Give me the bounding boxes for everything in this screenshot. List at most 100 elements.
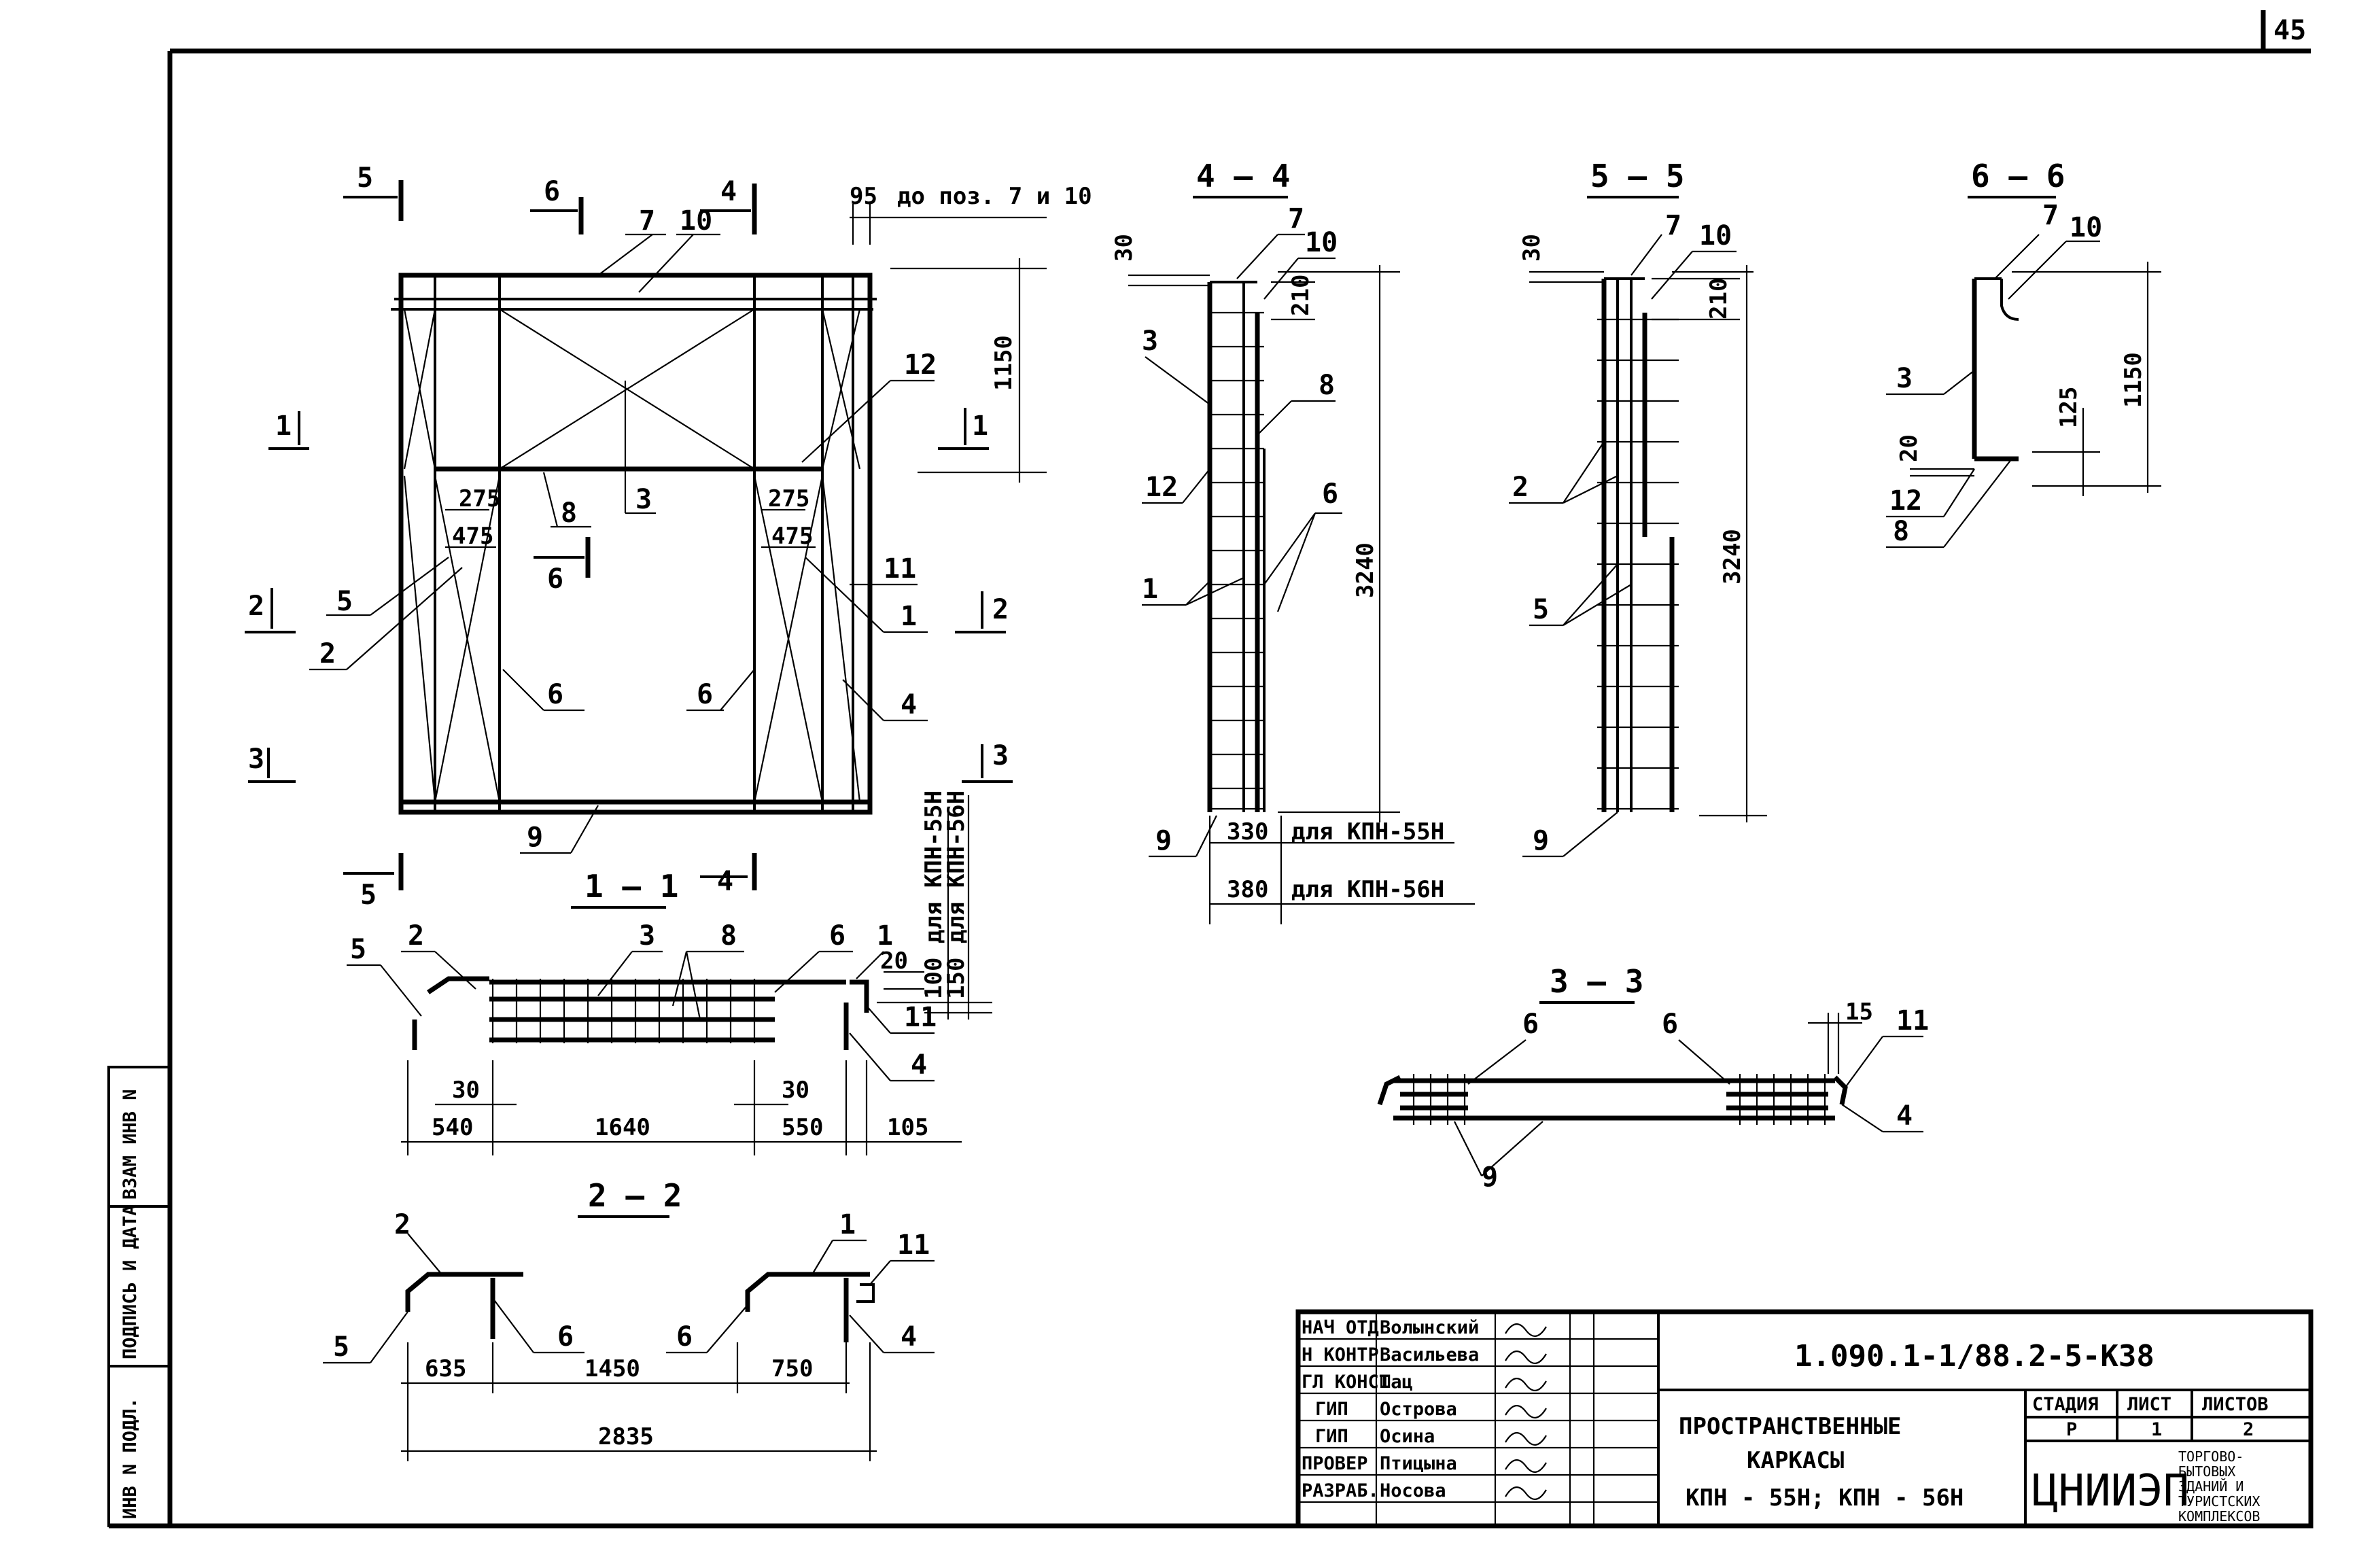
- s55-callout-5: 5: [1529, 563, 1632, 627]
- callout-12: 12: [801, 349, 937, 463]
- s66-callout-3: 3: [1886, 363, 1975, 396]
- dim-95: 95: [850, 183, 877, 210]
- stage-value-listov: 2: [2243, 1419, 2254, 1440]
- s11-callout-5: 5: [347, 934, 422, 1017]
- org-desc-1: ТОРГОВО-: [2178, 1448, 2244, 1465]
- svg-text:3: 3: [635, 484, 652, 515]
- s22-dim-2835: 2835: [598, 1423, 654, 1450]
- callout-1: 1: [805, 557, 928, 633]
- main-view: 5 6 4 1 2 3 6 1 2 3 5 4 95 до поз. 7 и 1…: [245, 162, 1092, 911]
- section-4-4: 4 — 4 30 210 3240 330 для КПН: [1111, 158, 1475, 924]
- s44-dim-330: 330: [1227, 818, 1268, 846]
- s44-dim-210: 210: [1287, 275, 1314, 316]
- s22-callout-5: 5: [323, 1311, 408, 1364]
- cut-5-top: 5: [343, 162, 404, 221]
- name-osina: Осина: [1380, 1426, 1435, 1447]
- svg-text:4: 4: [911, 1049, 927, 1081]
- svg-text:2: 2: [992, 594, 1009, 625]
- dim-475-right: 475: [771, 523, 813, 550]
- callout-9: 9: [520, 805, 599, 854]
- svg-text:11: 11: [904, 1002, 937, 1033]
- section-1-1-stirrups: [491, 979, 756, 1043]
- s11-callout-1: 1: [856, 920, 893, 979]
- stage-value-stadia: Р: [2066, 1419, 2077, 1440]
- svg-text:6: 6: [557, 1321, 574, 1353]
- stamp-inv-podl: ИНВ N ПОДЛ.: [120, 1397, 141, 1519]
- dim-475-left: 475: [452, 523, 493, 550]
- svg-text:3: 3: [1142, 326, 1158, 357]
- callout-8: 8: [542, 472, 591, 529]
- org-name: ЦНИИЭП: [2032, 1466, 2189, 1516]
- cut-5-bottom: 5: [343, 853, 404, 911]
- svg-text:6: 6: [676, 1321, 693, 1353]
- s55-callout-7: 7: [1630, 210, 1681, 276]
- svg-text:5: 5: [336, 586, 353, 617]
- name-nosova: Носова: [1380, 1480, 1446, 1501]
- cut-3-right: 3: [962, 740, 1013, 783]
- s44-dim-3240: 3240: [1352, 542, 1379, 598]
- s44-callout-12: 12: [1142, 468, 1210, 504]
- sheet-number: 45: [2273, 15, 2306, 46]
- section-5-5-stirrups: [1597, 318, 1679, 810]
- svg-text:7: 7: [1665, 210, 1681, 241]
- callout-7: 7: [597, 205, 666, 276]
- section-1-1: 1 — 1 30 30 540 1640 550 105: [347, 790, 992, 1155]
- dim-note-pos-7-10: до поз. 7 и 10: [897, 183, 1092, 210]
- callout-6-right: 6: [686, 669, 755, 712]
- org-desc-2: БЫТОВЫХ: [2178, 1463, 2235, 1480]
- s55-dim-30: 30: [1518, 234, 1546, 262]
- svg-text:6: 6: [697, 679, 713, 710]
- svg-text:5: 5: [1533, 594, 1549, 625]
- stage-header-stadia: СТАДИЯ: [2032, 1394, 2099, 1415]
- svg-text:10: 10: [2070, 212, 2102, 243]
- callout-4: 4: [842, 679, 928, 722]
- s22-dim-635: 635: [425, 1355, 466, 1382]
- svg-text:12: 12: [904, 349, 937, 381]
- cut-4-bottom: 4: [700, 853, 757, 897]
- svg-text:12: 12: [1889, 485, 1922, 517]
- s11-dim-20: 20: [880, 947, 908, 975]
- s55-dim-210: 210: [1705, 278, 1732, 319]
- svg-text:6: 6: [547, 679, 563, 710]
- svg-text:7: 7: [2042, 200, 2059, 231]
- svg-text:8: 8: [1893, 516, 1909, 547]
- s11-dim-550: 550: [782, 1114, 823, 1141]
- section-2-2: 2 — 2 635 1450 750 2835 2 1 11 5 6 6 4: [323, 1177, 935, 1461]
- section-3-3: 3 — 3 15 6 6 11 9 4: [1377, 963, 1929, 1193]
- doc-code: 1.090.1-1/88.2-5-К38: [1794, 1339, 2155, 1374]
- svg-text:2: 2: [248, 591, 264, 622]
- dim-1150: 1150: [990, 335, 1017, 391]
- s22-callout-2: 2: [394, 1209, 442, 1275]
- svg-text:11: 11: [1896, 1005, 1929, 1036]
- dim-275-left: 275: [459, 485, 500, 512]
- svg-text:8: 8: [1319, 370, 1335, 401]
- s22-callout-11: 11: [869, 1230, 935, 1285]
- s11-dim-105: 105: [887, 1114, 928, 1141]
- s22-callout-6-left: 6: [492, 1297, 585, 1354]
- org-desc-3: ЗДАНИЙ И: [2178, 1478, 2244, 1495]
- svg-text:3: 3: [248, 744, 264, 775]
- svg-text:4: 4: [901, 1321, 917, 1353]
- svg-text:1: 1: [877, 920, 893, 952]
- title-line-2: КАРКАСЫ: [1747, 1447, 1844, 1474]
- name-ostrova: Острова: [1380, 1399, 1457, 1420]
- stamp-vzam-inv: ВЗАМ ИНВ N: [120, 1089, 141, 1200]
- s11-dim-30-right: 30: [782, 1077, 809, 1104]
- section-5-5: 5 — 5 30 210 3240 7 10 2 5 9: [1509, 158, 1767, 858]
- role-razrab: РАЗРАБ.: [1302, 1480, 1379, 1501]
- s44-callout-1: 1: [1142, 574, 1244, 606]
- svg-text:1: 1: [1142, 574, 1158, 605]
- svg-text:8: 8: [561, 498, 577, 529]
- svg-text:7: 7: [639, 205, 655, 237]
- s55-callout-2: 2: [1509, 441, 1618, 504]
- s22-callout-4: 4: [849, 1314, 935, 1354]
- svg-text:10: 10: [1305, 227, 1338, 258]
- svg-text:5: 5: [350, 934, 366, 965]
- section-6-6-title: 6 — 6: [1971, 158, 2065, 194]
- s44-callout-9: 9: [1149, 815, 1217, 858]
- s44-callout-6: 6: [1263, 478, 1342, 612]
- cut-1-right: 1: [938, 408, 989, 450]
- role-nach-otd: НАЧ ОТД: [1302, 1317, 1379, 1338]
- role-gip-1: ГИП: [1315, 1399, 1348, 1420]
